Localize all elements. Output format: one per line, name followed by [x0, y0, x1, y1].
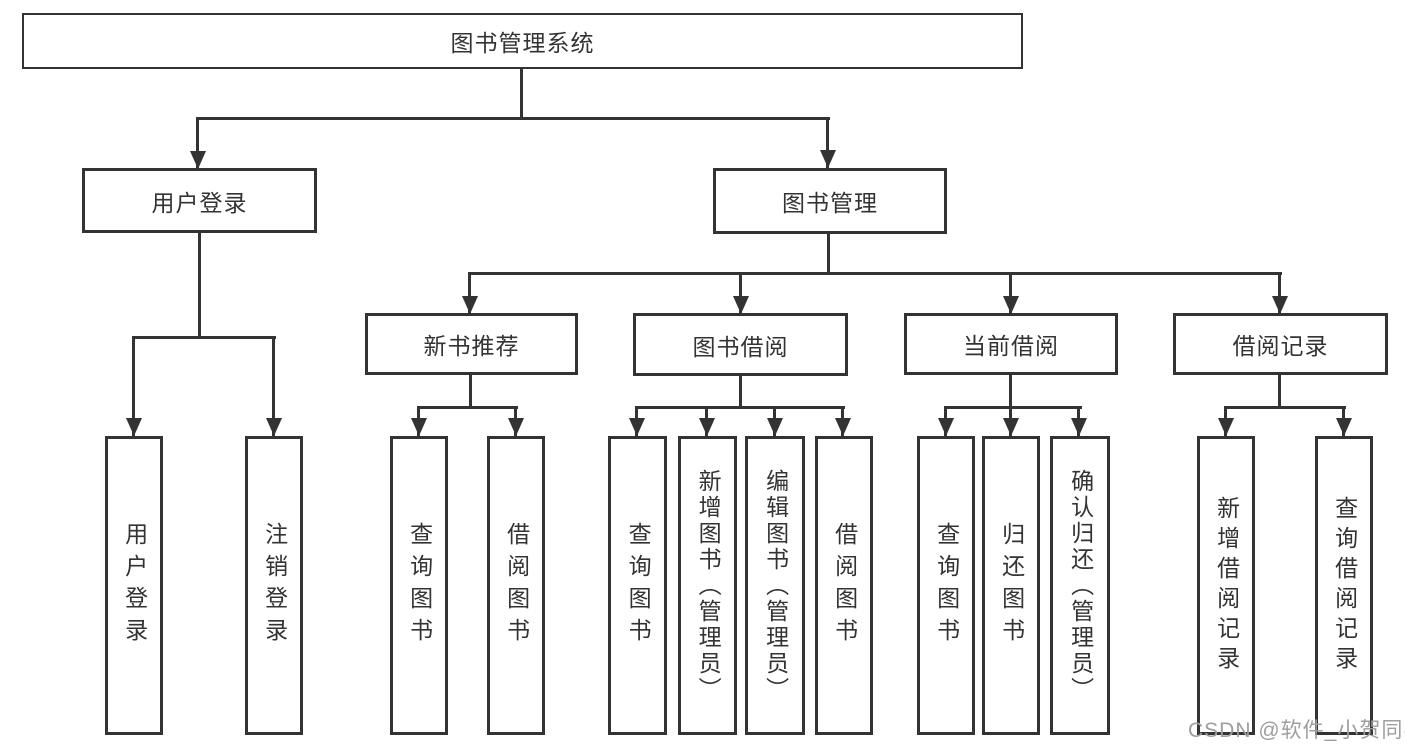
arrowhead-down-icon	[1003, 418, 1019, 436]
connector-arrow	[190, 117, 206, 169]
node-label: 借阅图书	[831, 521, 858, 650]
arrowhead-down-icon	[1003, 296, 1019, 314]
connector-arrow	[1272, 272, 1288, 314]
arrowhead-down-icon	[266, 418, 282, 436]
node-book-management: 图书管理	[713, 168, 947, 234]
connector-arrow	[835, 406, 851, 436]
node-label: 用户登录	[151, 189, 248, 216]
node-book-borrow: 图书借阅	[633, 313, 848, 376]
arrowhead-down-icon	[1336, 418, 1352, 436]
leaf-logout: 注销登录	[245, 436, 303, 735]
node-label: 查询图书	[625, 521, 652, 650]
arrowhead-down-icon	[820, 150, 836, 168]
connector-arrow	[126, 336, 142, 436]
node-label: 确认归还（管理员）	[1067, 468, 1094, 703]
leaf-query-book-recommend: 查询图书	[390, 436, 448, 735]
leaf-confirm-return-admin: 确认归还（管理员）	[1050, 436, 1110, 735]
leaf-return-book: 归还图书	[982, 436, 1040, 735]
node-label: 编辑图书（管理员）	[762, 468, 789, 703]
leaf-add-borrow-record: 新增借阅记录	[1197, 436, 1255, 735]
connector-borrow-record-rail	[1224, 406, 1346, 409]
arrowhead-down-icon	[190, 151, 206, 169]
connector-book-mgmt-rail	[469, 272, 1282, 275]
node-label: 归还图书	[998, 521, 1025, 650]
arrowhead-down-icon	[462, 296, 478, 314]
node-label: 新增借阅记录	[1213, 495, 1240, 676]
node-library-management-system: 图书管理系统	[22, 13, 1023, 69]
node-label: 查询图书	[933, 521, 960, 650]
connector-new-book-stub	[469, 375, 472, 406]
csdn-watermark: CSDN @软件_小贺同学	[1188, 719, 1405, 742]
leaf-user-login: 用户登录	[105, 436, 163, 735]
connector-arrow	[767, 406, 783, 436]
node-user-login: 用户登录	[82, 168, 317, 233]
connector-current-borrow-stub	[1009, 375, 1012, 406]
connector-book-borrow-stub	[739, 376, 742, 406]
connector-arrow	[733, 272, 749, 314]
arrowhead-down-icon	[1071, 418, 1087, 436]
connector-arrow	[508, 406, 524, 436]
arrowhead-down-icon	[629, 418, 645, 436]
node-label: 图书管理系统	[450, 30, 595, 56]
node-current-borrow: 当前借阅	[904, 313, 1118, 375]
connector-arrow	[411, 406, 427, 436]
node-label: 查询借阅记录	[1331, 495, 1358, 676]
connector-arrow	[699, 406, 715, 436]
node-label: 当前借阅	[963, 333, 1059, 359]
connector-arrow	[1003, 272, 1019, 314]
node-borrow-record: 借阅记录	[1173, 313, 1388, 375]
node-label: 借阅记录	[1232, 333, 1329, 359]
arrowhead-down-icon	[835, 418, 851, 436]
arrowhead-down-icon	[767, 418, 783, 436]
arrowhead-down-icon	[411, 418, 427, 436]
leaf-borrow-book-recommend: 借阅图书	[487, 436, 545, 735]
leaf-query-book-current: 查询图书	[917, 436, 975, 735]
arrowhead-down-icon	[699, 418, 715, 436]
connector-arrow	[462, 272, 478, 314]
leaf-borrow-book: 借阅图书	[815, 436, 873, 735]
node-label: 查询图书	[406, 521, 433, 650]
connector-arrow	[629, 406, 645, 436]
connector-arrow	[266, 336, 282, 436]
connector-new-book-rail	[417, 406, 518, 409]
connector-user-login-rail	[133, 336, 276, 339]
connector-arrow	[820, 117, 836, 168]
leaf-query-borrow-record: 查询借阅记录	[1315, 436, 1373, 735]
arrowhead-down-icon	[508, 418, 524, 436]
arrowhead-down-icon	[733, 296, 749, 314]
node-label: 图书管理	[782, 190, 878, 216]
connector-arrow	[938, 406, 954, 436]
connector-arrow	[1218, 406, 1234, 436]
leaf-query-book-borrow: 查询图书	[608, 436, 667, 735]
leaf-add-book-admin: 新增图书（管理员）	[678, 436, 737, 735]
connector-borrow-record-stub	[1278, 375, 1281, 406]
connector-book-borrow-rail	[635, 406, 845, 409]
connector-user-login-stub	[198, 233, 201, 336]
connector-root-rail	[197, 117, 830, 120]
leaf-edit-book-admin: 编辑图书（管理员）	[745, 436, 805, 735]
node-label: 用户登录	[121, 521, 148, 650]
node-label: 新书推荐	[423, 333, 520, 359]
node-label: 注销登录	[261, 521, 288, 650]
arrowhead-down-icon	[126, 418, 142, 436]
node-label: 借阅图书	[503, 521, 530, 650]
arrowhead-down-icon	[1272, 296, 1288, 314]
connector-arrow	[1003, 406, 1019, 436]
connector-root-stub	[520, 67, 523, 119]
arrowhead-down-icon	[938, 418, 954, 436]
arrowhead-down-icon	[1218, 418, 1234, 436]
node-new-book-recommend: 新书推荐	[365, 313, 578, 375]
node-label: 图书借阅	[692, 333, 789, 360]
connector-book-mgmt-stub	[827, 234, 830, 275]
connector-current-borrow-rail	[944, 406, 1082, 409]
connector-arrow	[1071, 406, 1087, 436]
connector-arrow	[1336, 406, 1352, 436]
node-label: 新增图书（管理员）	[695, 468, 722, 703]
